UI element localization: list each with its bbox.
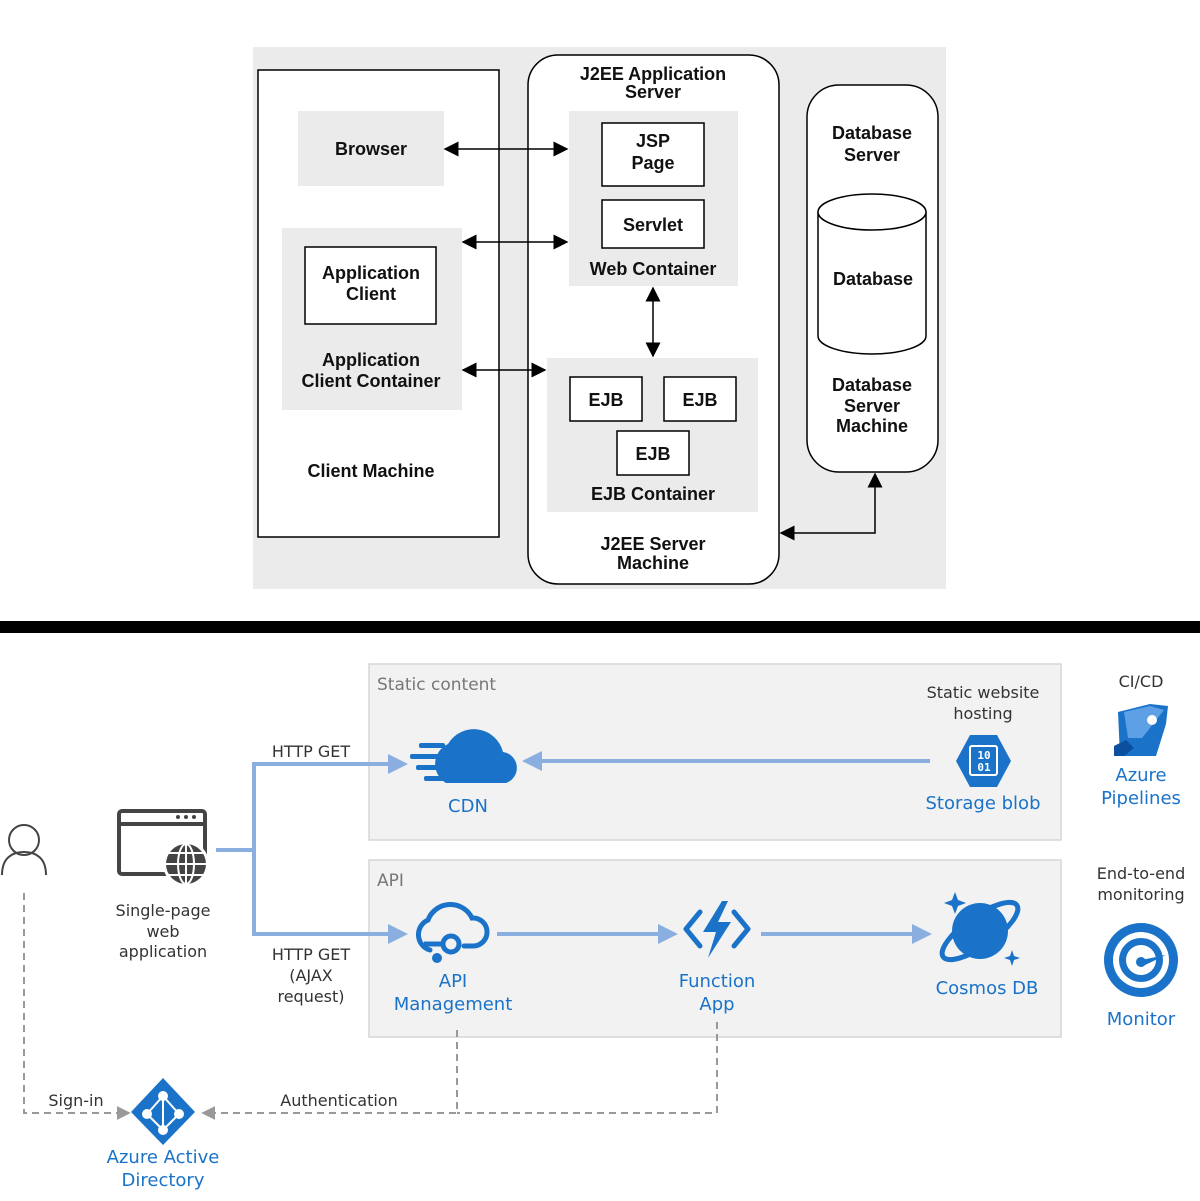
db-machine-label-2: Server <box>844 396 900 416</box>
storage-blob-icon: 10 01 <box>956 735 1011 787</box>
http-get-ajax-label-1: HTTP GET <box>272 945 351 964</box>
database-cylinder <box>817 193 927 355</box>
azure-diagram: Static content API HTTP GET HTTP GET (AJ… <box>1 663 1185 1191</box>
apim-label-1: API <box>439 971 467 992</box>
app-client-container-label-1: Application <box>322 350 420 370</box>
divider-bar <box>0 621 1200 633</box>
db-machine-label-3: Machine <box>836 416 908 436</box>
cosmos-db-icon <box>939 892 1021 966</box>
db-server-label-2: Server <box>844 145 900 165</box>
ejb-box-1 <box>569 376 643 422</box>
db-server-label-1: Database <box>832 123 912 143</box>
spa-label-3: application <box>119 942 207 961</box>
pipelines-label-1: Azure <box>1115 765 1166 786</box>
monitoring-label-1: End-to-end <box>1097 864 1185 883</box>
ejb-label-3: EJB <box>635 444 670 464</box>
aad-label-1: Azure Active <box>107 1147 220 1168</box>
http-get-label: HTTP GET <box>272 742 351 761</box>
server-machine-label-2: Machine <box>617 553 689 573</box>
jsp-page-box <box>601 122 705 187</box>
http-get-ajax-label-3: request) <box>277 987 344 1006</box>
browser-box <box>298 111 444 186</box>
blob-bits-2: 01 <box>977 761 991 774</box>
app-client-label-2: Client <box>346 284 396 304</box>
storage-blob-label: Storage blob <box>925 793 1040 814</box>
blob-bits-1: 10 <box>977 749 990 762</box>
ejb-container-label: EJB Container <box>591 484 715 504</box>
app-client-box <box>304 246 437 325</box>
func-label-1: Function <box>679 971 756 992</box>
func-label-2: App <box>699 994 734 1015</box>
func-auth-dashed-line <box>457 1022 718 1114</box>
spa-cdn-line <box>216 754 408 852</box>
monitor-label: Monitor <box>1107 1009 1176 1030</box>
db-machine-label-1: Database <box>832 375 912 395</box>
signin-dashed-line <box>23 893 131 1120</box>
servlet-box <box>601 199 705 249</box>
server-machine-label-1: J2EE Server <box>600 534 705 554</box>
app-server-label-2: Server <box>625 82 681 102</box>
jsp-label-2: Page <box>631 153 674 173</box>
spa-label-1: Single-page <box>116 901 211 920</box>
client-machine-label: Client Machine <box>307 461 434 481</box>
servlet-label: Servlet <box>623 215 683 235</box>
jsp-label-1: JSP <box>636 131 670 151</box>
user-icon <box>1 824 47 876</box>
function-app-icon <box>683 901 751 958</box>
static-hosting-label-1: Static website <box>927 683 1040 702</box>
static-hosting-label-2: hosting <box>953 704 1012 723</box>
globe-icon <box>163 841 209 887</box>
ejb-label-2: EJB <box>682 390 717 410</box>
app-server-label-1: J2EE Application <box>580 64 726 84</box>
ejb-box-3 <box>616 430 690 476</box>
signin-label: Sign-in <box>48 1091 103 1110</box>
azure-pipelines-icon <box>1114 704 1168 756</box>
database-label: Database <box>833 269 913 289</box>
static-content-label: Static content <box>377 675 496 695</box>
j2ee-diagram: Browser Application Client Application C… <box>253 47 946 589</box>
monitoring-label-2: monitoring <box>1097 885 1184 904</box>
cdn-label: CDN <box>448 796 488 817</box>
http-get-ajax-label-2: (AJAX <box>289 966 333 985</box>
auth-dashed-line <box>201 1030 458 1120</box>
cicd-label: CI/CD <box>1119 672 1164 691</box>
pipelines-label-2: Pipelines <box>1101 788 1181 809</box>
app-client-container-label-2: Client Container <box>301 371 440 391</box>
server-db-arrow <box>779 472 883 541</box>
apim-label-2: Management <box>394 994 513 1015</box>
ejb-label-1: EJB <box>588 390 623 410</box>
app-client-label-1: Application <box>322 263 420 283</box>
ejb-box-2 <box>663 376 737 422</box>
api-management-icon <box>416 902 490 963</box>
azure-ad-icon <box>131 1078 195 1145</box>
spa-apim-line <box>252 850 408 944</box>
cosmos-label: Cosmos DB <box>936 978 1039 999</box>
aad-label-2: Directory <box>122 1170 205 1191</box>
browser-label: Browser <box>335 139 407 159</box>
cdn-cloud-icon <box>410 729 517 783</box>
monitor-gauge-icon <box>1104 923 1178 997</box>
api-group-label: API <box>377 871 404 891</box>
spa-label-2: web <box>146 922 179 941</box>
web-container-label: Web Container <box>590 259 717 279</box>
authentication-label: Authentication <box>280 1091 397 1110</box>
